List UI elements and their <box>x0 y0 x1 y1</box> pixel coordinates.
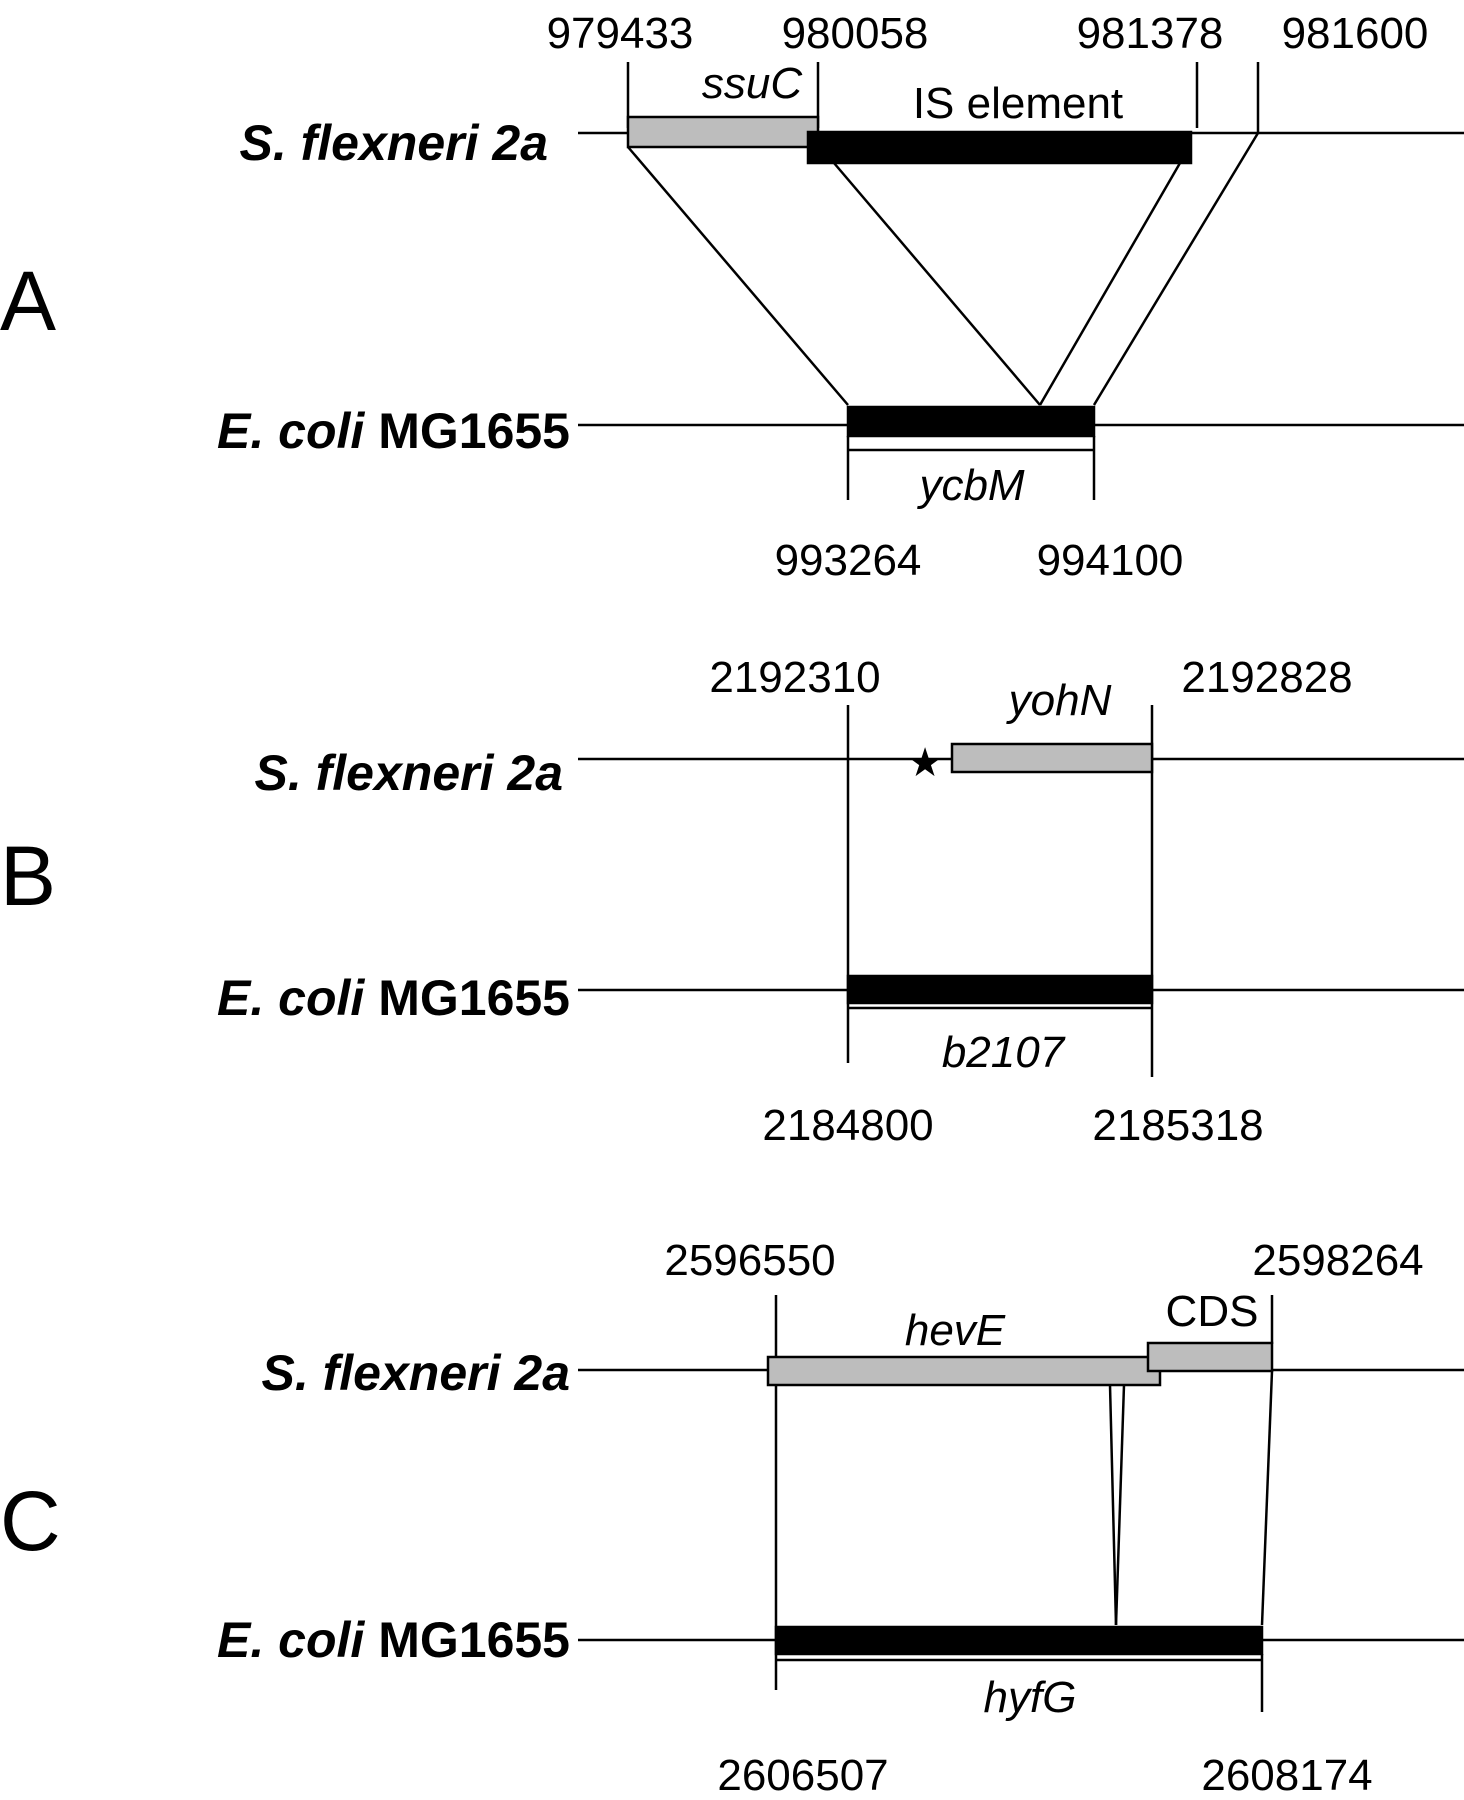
panel-label-a: A <box>0 254 56 348</box>
homology-line-a-1 <box>627 146 849 406</box>
organism-label-shigella-c: S. flexneri 2a <box>262 1345 571 1401</box>
gene-label-yohn: yohN <box>1006 676 1112 725</box>
gene-label-ssuc: ssuC <box>702 59 803 108</box>
coord-2606507: 2606507 <box>717 1751 888 1800</box>
organism-label-ecoli-b: E. coli MG1655 <box>217 970 570 1026</box>
homology-line-a-2 <box>833 162 1041 406</box>
coord-2192310: 2192310 <box>709 653 880 702</box>
coord-2596550: 2596550 <box>664 1236 835 1285</box>
organism-label-ecoli-c: E. coli MG1655 <box>217 1612 570 1668</box>
panel-b: B 2192310 2192828 yohN S. flexneri 2a E.… <box>0 653 1464 1150</box>
gene-label-b2107: b2107 <box>942 1028 1066 1077</box>
coord-979433: 979433 <box>547 9 694 58</box>
gene-label-hyfg: hyfG <box>984 1673 1077 1722</box>
homology-line-c-1 <box>1108 1384 1118 1626</box>
star-marker: ★ <box>907 741 943 785</box>
gene-label-heve: hevE <box>905 1306 1006 1355</box>
coord-980058: 980058 <box>782 9 929 58</box>
gene-box-yohn <box>950 742 1154 774</box>
homology-line-a-4 <box>1092 132 1260 406</box>
panel-label-c: C <box>0 1474 61 1568</box>
panel-a: A 979433 980058 981378 981600 ssuC IS el… <box>0 9 1464 585</box>
homology-line-c-2 <box>1114 1384 1126 1626</box>
organism-label-shigella-b: S. flexneri 2a <box>255 745 564 801</box>
coord-2608174: 2608174 <box>1201 1751 1372 1800</box>
coord-981600: 981600 <box>1282 9 1429 58</box>
coord-994100: 994100 <box>1037 536 1184 585</box>
panel-c: C 2596550 2598264 hevE CDS S. flexneri 2… <box>0 1236 1464 1800</box>
coord-981378: 981378 <box>1077 9 1224 58</box>
ecoli-species: E. coli <box>217 1612 365 1668</box>
ecoli-species: E. coli <box>217 970 365 1026</box>
ecoli-strain: MG1655 <box>378 970 570 1026</box>
gene-label-ycbm: ycbM <box>916 461 1024 510</box>
organism-label-shigella-a: S. flexneri 2a <box>240 115 549 171</box>
ecoli-species: E. coli <box>217 403 365 459</box>
gene-box-is-element <box>806 130 1193 165</box>
coord-2192828: 2192828 <box>1181 653 1352 702</box>
gene-box-heve <box>766 1355 1162 1387</box>
coord-2185318: 2185318 <box>1092 1101 1263 1150</box>
gene-box-ssuc <box>626 115 820 149</box>
gene-box-hyfg <box>774 1625 1264 1656</box>
gene-box-b2107 <box>846 974 1154 1005</box>
coord-2184800: 2184800 <box>762 1101 933 1150</box>
ecoli-strain: MG1655 <box>378 1612 570 1668</box>
gene-label-cds: CDS <box>1166 1287 1259 1336</box>
coord-2598264: 2598264 <box>1252 1236 1423 1285</box>
homology-line-a-3 <box>1038 162 1182 406</box>
organism-label-ecoli-a: E. coli MG1655 <box>217 403 570 459</box>
gene-box-cds <box>1146 1341 1274 1373</box>
coord-993264: 993264 <box>775 536 922 585</box>
homology-line-c-3 <box>1260 1370 1274 1626</box>
gene-box-ycbm <box>846 405 1096 438</box>
ecoli-strain: MG1655 <box>378 403 570 459</box>
panel-label-b: B <box>0 829 56 923</box>
gene-label-is-element: IS element <box>913 79 1123 128</box>
